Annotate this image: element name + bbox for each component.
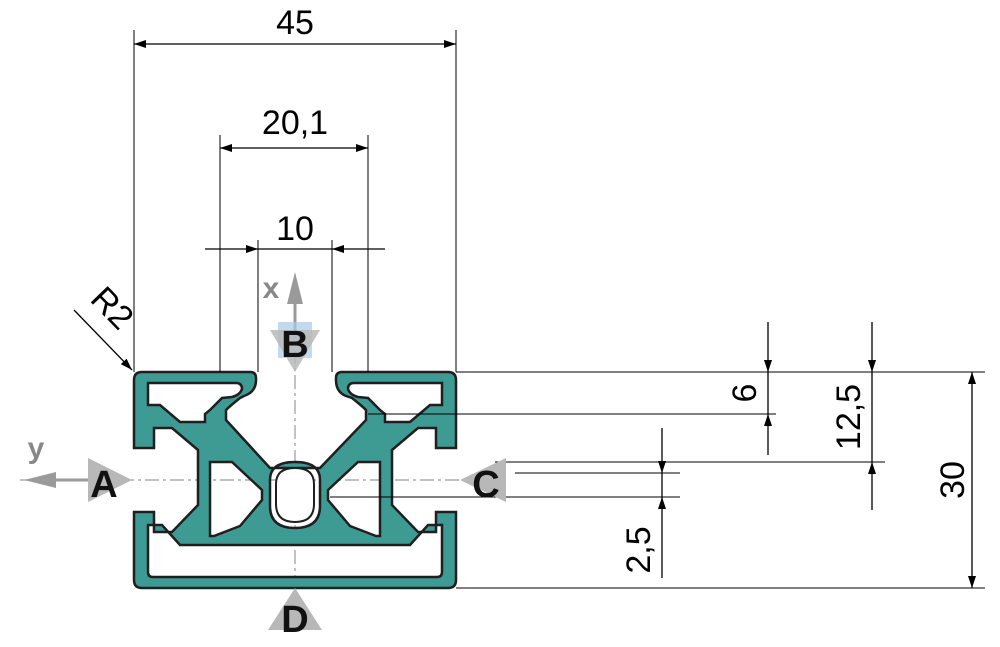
marker-b: B — [270, 322, 320, 372]
marker-a-label: A — [90, 464, 117, 506]
axis-y: y — [24, 432, 90, 488]
dimension-10-label: 10 — [276, 210, 314, 248]
marker-c-triangle-icon — [460, 458, 506, 502]
marker-b-triangle-icon — [270, 330, 320, 372]
dimension-30-label: 30 — [934, 461, 972, 499]
dimension-2-5-label: 2,5 — [620, 526, 658, 573]
axis-x-label: x — [263, 272, 280, 305]
marker-c: C — [460, 458, 506, 506]
dimension-10: 10 — [205, 210, 385, 372]
dimension-12-5: 12,5 — [830, 322, 876, 510]
profile-body — [132, 370, 458, 590]
dimension-20-1: 20,1 — [220, 104, 368, 152]
dimension-45-label: 45 — [276, 4, 314, 42]
marker-b-label: B — [281, 324, 308, 366]
marker-c-label: C — [472, 464, 499, 506]
dimension-2-5: 2,5 — [620, 428, 666, 578]
marker-a: A — [88, 458, 132, 506]
core-bore — [275, 466, 315, 524]
dimension-6: 6 — [726, 322, 772, 455]
axis-y-label: y — [28, 432, 45, 465]
axis-x-arrow-icon — [287, 272, 303, 304]
marker-a-triangle-icon — [88, 458, 132, 502]
dimension-30: 30 — [934, 372, 976, 588]
dimension-6-label: 6 — [726, 384, 764, 403]
marker-d-triangle-icon — [268, 588, 322, 630]
axis-x: x — [263, 272, 303, 330]
dimension-12-5-label: 12,5 — [830, 384, 868, 450]
axis-y-arrow-icon — [24, 472, 56, 488]
marker-d-label: D — [281, 599, 308, 641]
dimension-r2: R2 — [73, 280, 141, 371]
dimension-45: 45 — [134, 4, 456, 48]
aluminium-profile — [132, 370, 458, 590]
marker-d: D — [268, 588, 322, 641]
dimension-20-1-label: 20,1 — [262, 104, 328, 142]
